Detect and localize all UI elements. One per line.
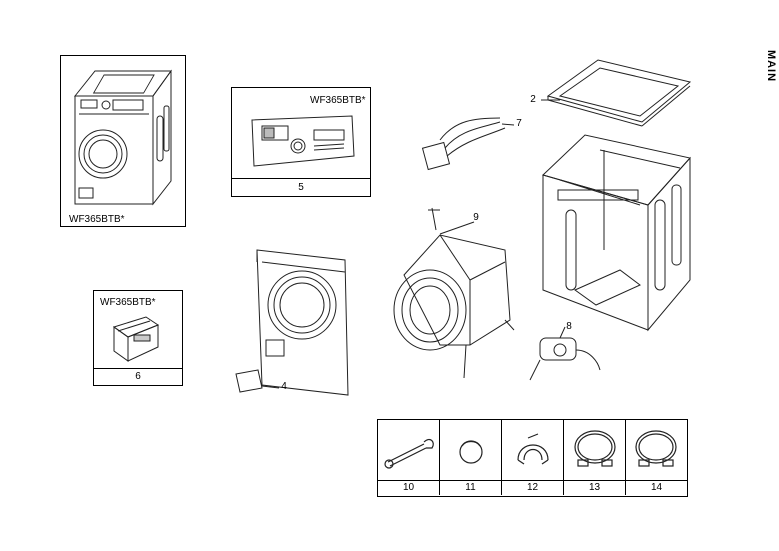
accessory-images-row xyxy=(378,420,687,480)
callout-4: 4 xyxy=(281,381,287,392)
callout-8: 8 xyxy=(566,321,572,332)
accessory-cell-11 xyxy=(440,420,502,480)
accessory-numbers-row: 10 11 12 13 14 xyxy=(378,480,687,495)
part-6-model-label: WF365BTB* xyxy=(100,297,156,308)
part-6-number: 6 xyxy=(135,371,141,382)
control-panel-illustration xyxy=(251,115,355,167)
washer-front-illustration xyxy=(73,69,172,206)
callout-7: 7 xyxy=(516,118,522,129)
accessory-cell-13 xyxy=(564,420,626,480)
accessory-number-10: 10 xyxy=(378,481,440,495)
accessory-number-13: 13 xyxy=(564,481,626,495)
accessory-number-11: 11 xyxy=(440,481,502,495)
cap-icon xyxy=(459,440,483,464)
hose-guide-icon xyxy=(517,433,549,465)
accessory-cell-10 xyxy=(378,420,440,480)
accessory-number-12: 12 xyxy=(502,481,564,495)
inlet-hose-icon xyxy=(574,430,616,467)
part-6-divider xyxy=(94,368,182,369)
callout-2: 2 xyxy=(530,94,536,105)
washer-model-label: WF365BTB* xyxy=(69,214,125,225)
part-5-divider xyxy=(232,178,370,179)
callout-9: 9 xyxy=(473,212,479,223)
part-5-number: 5 xyxy=(298,182,304,193)
detergent-drawer-illustration xyxy=(112,316,160,362)
accessory-cell-14 xyxy=(626,420,687,480)
wrench-icon xyxy=(384,438,434,469)
part-5-model-label: WF365BTB* xyxy=(310,95,366,106)
part-6-box: WF365BTB* 6 xyxy=(93,290,183,386)
part-5-box: WF365BTB* 5 xyxy=(231,87,371,197)
accessory-cell-12 xyxy=(502,420,564,480)
accessories-table: 10 11 12 13 14 xyxy=(377,419,688,497)
inlet-hose-icon xyxy=(635,430,677,467)
accessory-number-14: 14 xyxy=(650,482,663,493)
washer-overview-box: WF365BTB* xyxy=(60,55,186,227)
